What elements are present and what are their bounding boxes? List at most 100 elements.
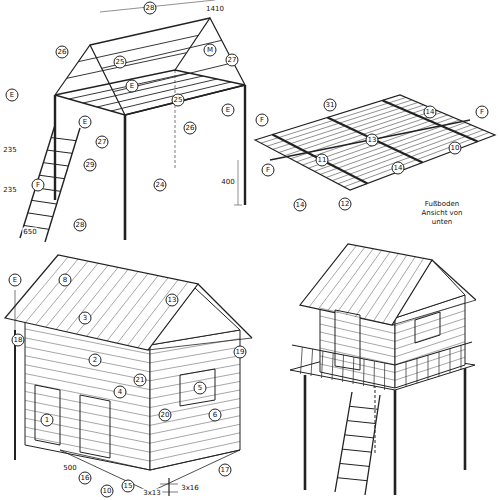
stroke: [69, 73, 189, 99]
dimension-label: 400: [220, 178, 235, 187]
stroke: [128, 280, 178, 346]
stroke: [320, 356, 395, 372]
callout-number: 28: [144, 2, 157, 15]
stroke: [461, 345, 462, 369]
dimension-label: 3x13: [142, 488, 162, 497]
stroke: [150, 339, 240, 354]
stroke: [28, 213, 53, 217]
stroke: [395, 349, 465, 372]
callout-number: 12: [339, 198, 352, 211]
callout-number: 4: [114, 386, 127, 399]
callout-number: 25: [172, 94, 185, 107]
callout-number: 11: [316, 154, 329, 167]
stroke: [67, 53, 187, 79]
callout-number: 10: [101, 484, 114, 497]
callout-number: 14: [424, 106, 437, 119]
callout-number: E: [126, 80, 139, 93]
callout-number: 29: [84, 159, 97, 172]
stroke: [322, 351, 323, 378]
callout-number: E: [222, 104, 235, 117]
callout-number: E: [79, 116, 92, 129]
stroke: [56, 265, 108, 329]
stroke: [364, 255, 406, 319]
stroke: [353, 357, 355, 384]
callout-number: 19: [234, 346, 247, 359]
callout-number: 10: [449, 142, 462, 155]
callout-number: 6: [209, 409, 222, 422]
stroke: [117, 278, 168, 343]
stroke: [272, 135, 367, 184]
callout-number: F: [262, 164, 275, 177]
dimension-label: 650: [22, 228, 37, 237]
stroke: [150, 364, 240, 380]
stroke: [450, 349, 451, 373]
stroke: [384, 363, 385, 390]
stroke: [150, 424, 240, 443]
stroke: [309, 246, 356, 307]
stroke: [320, 340, 395, 357]
stroke: [320, 308, 395, 326]
callout-number: 27: [226, 54, 239, 67]
stroke: [320, 348, 395, 365]
stroke: [374, 361, 375, 388]
callout-number: 18: [12, 334, 25, 347]
callout-number: 24: [154, 179, 167, 192]
callout-number: 25: [114, 56, 127, 69]
stroke: [102, 40, 222, 68]
dimension-label: 500: [62, 464, 77, 473]
stroke: [39, 175, 64, 178]
stroke: [337, 478, 367, 481]
callout-number: 13: [366, 134, 379, 147]
callout-number: 26: [56, 46, 69, 59]
stroke: [328, 249, 374, 311]
stroke: [270, 120, 470, 160]
dimension-label: Fußboden Ansicht von unten: [411, 200, 473, 227]
callout-number: 13: [166, 294, 179, 307]
dimension-label: 235: [2, 186, 17, 195]
stroke: [83, 76, 203, 103]
stroke: [150, 433, 240, 452]
stroke: [345, 435, 374, 438]
callout-number: E: [6, 89, 19, 102]
stroke: [395, 311, 465, 334]
stroke: [97, 79, 217, 107]
tower-drawing: [290, 244, 476, 495]
stroke: [113, 63, 233, 92]
stroke: [43, 163, 68, 166]
stroke: [32, 200, 57, 204]
callout-number: F: [32, 179, 45, 192]
stroke: [395, 357, 465, 380]
stroke: [328, 118, 423, 163]
stroke: [25, 259, 78, 322]
callout-number: 21: [134, 374, 147, 387]
stroke: [46, 263, 98, 327]
stroke: [395, 303, 465, 326]
callout-number: 1: [41, 414, 54, 427]
stroke: [340, 463, 369, 466]
stroke: [343, 355, 344, 382]
stroke: [395, 318, 465, 341]
stroke: [138, 282, 188, 348]
stroke: [150, 356, 240, 372]
callout-number: 17: [219, 464, 232, 477]
stroke: [15, 257, 68, 320]
stroke: [355, 254, 398, 317]
stroke: [25, 436, 150, 461]
callout-number: 2: [89, 354, 102, 367]
callout-number: 26: [184, 122, 197, 135]
house-drawing: [5, 255, 252, 496]
stroke: [363, 359, 365, 386]
stroke: [342, 449, 371, 452]
stroke: [150, 381, 240, 398]
callout-number: 27: [96, 136, 109, 149]
stroke: [308, 118, 453, 169]
stroke: [66, 267, 118, 331]
callout-number: 15: [122, 480, 135, 493]
stroke: [350, 406, 378, 409]
stroke: [51, 138, 76, 141]
stroke: [320, 316, 395, 334]
callout-number: F: [476, 106, 489, 119]
